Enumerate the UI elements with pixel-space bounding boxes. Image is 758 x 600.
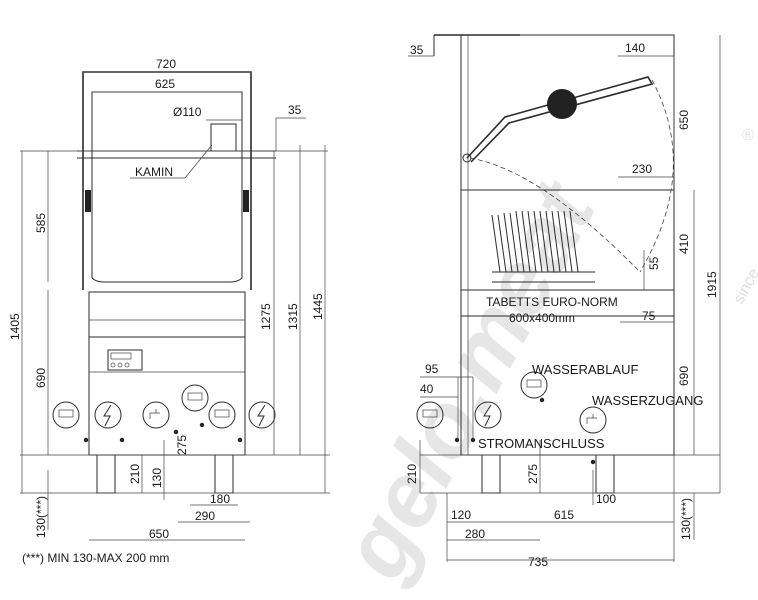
front-body-top (88, 291, 246, 338)
front-connection-icons (52, 384, 276, 443)
side-dim-35: 35 (410, 43, 424, 57)
front-dim-275: 275 (175, 435, 189, 455)
side-hinge-disc (547, 89, 577, 119)
side-dim-75: 75 (642, 309, 656, 323)
side-dim-210: 210 (405, 464, 419, 484)
side-dim-140: 140 (625, 41, 645, 55)
front-dim-1315: 1315 (286, 303, 300, 330)
side-dim-230: 230 (632, 162, 652, 176)
side-dim-615: 615 (554, 508, 574, 522)
side-label-wasserzugang: WASSERZUGANG (592, 393, 703, 408)
front-body (88, 336, 246, 456)
front-dim-180: 180 (210, 492, 230, 506)
front-dim-1445: 1445 (311, 293, 325, 320)
control-display (110, 352, 132, 360)
front-handle-left (85, 190, 91, 212)
side-dim-120: 120 (451, 508, 471, 522)
front-dim-110: Ø110 (173, 105, 202, 119)
power-icon (94, 401, 122, 429)
control-panel (107, 349, 143, 371)
side-hood-closed (469, 157, 641, 273)
water-inlet-icon (142, 401, 170, 429)
side-dim-735: 735 (528, 555, 548, 569)
side-dim-690: 690 (677, 366, 691, 386)
side-label-tabetts-size: 600x400mm (509, 311, 575, 325)
side-hood-open-arc (639, 79, 674, 273)
front-dim-35: 35 (288, 103, 302, 117)
front-handle-right (243, 190, 249, 212)
front-label-kamin: KAMIN (135, 165, 173, 179)
side-dim-275: 275 (526, 464, 540, 484)
front-dim-650: 650 (149, 527, 169, 541)
side-connection-icons (416, 371, 607, 465)
side-foot-left (481, 454, 501, 494)
front-dim-130-note: 130(***) (34, 496, 48, 538)
power-icon-2 (248, 401, 276, 429)
front-dim-290: 290 (195, 509, 215, 523)
watermark-since: since (731, 266, 758, 307)
side-drain-icon-2 (520, 371, 548, 399)
side-dim-95: 95 (425, 362, 439, 376)
front-dim-625: 625 (155, 77, 175, 91)
front-dim-585: 585 (34, 213, 48, 233)
side-label-wasserablauf: WASSERABLAUF (532, 362, 638, 377)
control-knob3 (124, 362, 130, 368)
drain-icon-3 (208, 401, 236, 429)
side-dim-100: 100 (596, 492, 616, 506)
side-dimensions (408, 35, 721, 562)
footnote: (***) MIN 130-MAX 200 mm (22, 551, 169, 565)
front-dim-210: 210 (128, 464, 142, 484)
front-dim-130: 130 (150, 468, 164, 488)
drain-icon-2 (181, 384, 209, 412)
front-hood-inner (91, 91, 243, 283)
side-dim-130-note: 130(***) (679, 498, 693, 540)
front-foot-right (214, 454, 234, 494)
side-view: 35 140 650 230 410 55 1915 TABETTS EURO-… (405, 34, 721, 569)
front-view: 720 625 Ø110 35 KAMIN 585 1405 690 1275 … (8, 57, 330, 541)
side-drain-icon (416, 401, 444, 429)
side-dim-650: 650 (677, 110, 691, 130)
front-dim-1275: 1275 (259, 303, 273, 330)
side-dim-1915: 1915 (705, 271, 719, 298)
front-dimensions (20, 71, 330, 541)
side-tray-rack (491, 210, 595, 283)
front-hood-outer (82, 71, 252, 290)
side-foot-right (595, 454, 615, 494)
side-label-stromanschluss: STROMANSCHLUSS (478, 436, 605, 451)
side-dim-40: 40 (420, 382, 434, 396)
control-knob2 (117, 362, 123, 368)
side-dim-55: 55 (647, 256, 661, 270)
side-water-inlet-icon (579, 406, 607, 434)
drain-icon (52, 401, 80, 429)
side-dim-280: 280 (465, 527, 485, 541)
front-foot-left (96, 454, 116, 494)
front-chimney (210, 123, 237, 152)
side-label-tabetts: TABETTS EURO-NORM (486, 295, 618, 309)
side-dim-410: 410 (677, 234, 691, 254)
side-hood-arm (466, 76, 654, 163)
side-power-icon (474, 401, 502, 429)
front-dim-690: 690 (34, 368, 48, 388)
control-knob (110, 362, 116, 368)
watermark-registered: ® (742, 127, 754, 144)
front-dim-1405: 1405 (8, 313, 22, 340)
front-dim-720: 720 (156, 57, 176, 71)
